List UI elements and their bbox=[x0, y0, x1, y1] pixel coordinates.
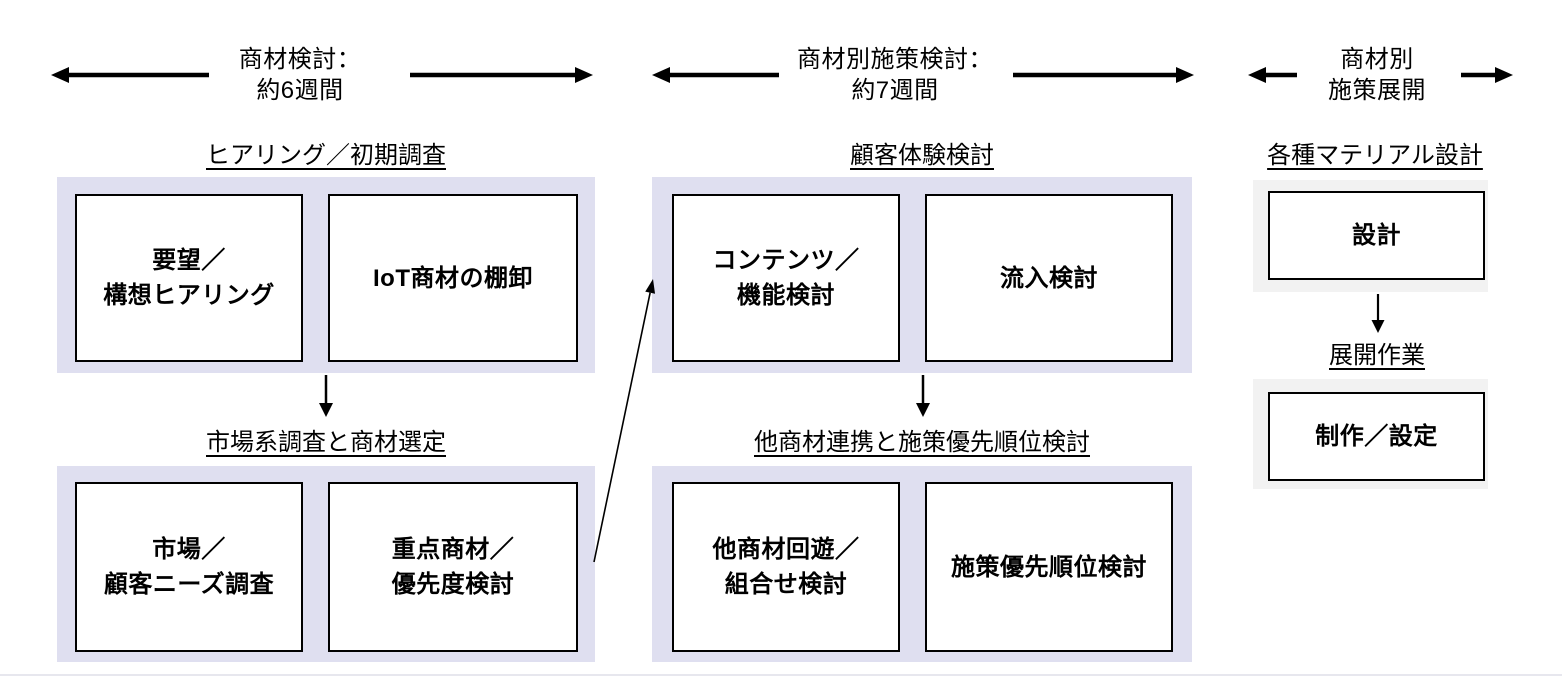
group-deployment: 制作／設定 bbox=[1253, 379, 1488, 489]
section-title-material-design: 各種マテリアル設計 bbox=[1267, 142, 1483, 169]
group-material-design: 設計 bbox=[1253, 180, 1488, 292]
footer-divider bbox=[0, 674, 1562, 676]
arrow-design-to-deploy bbox=[1371, 294, 1385, 333]
node-cross-product: 他商材回遊／ 組合せ検討 bbox=[672, 482, 900, 652]
node-priority-products: 重点商材／ 優先度検討 bbox=[328, 482, 578, 652]
node-design: 設計 bbox=[1268, 191, 1485, 280]
section-title-hearing: ヒアリング／初期調査 bbox=[206, 142, 446, 169]
node-iot-inventory: IoT商材の棚卸 bbox=[328, 194, 578, 362]
node-market-needs: 市場／ 顧客ニーズ調査 bbox=[75, 482, 303, 652]
phase2-right-arrow bbox=[1013, 67, 1194, 83]
node-measure-priority: 施策優先順位検討 bbox=[925, 482, 1173, 652]
node-contents-functions: コンテンツ／ 機能検討 bbox=[672, 194, 900, 362]
arrow-cx-to-priority bbox=[916, 375, 930, 417]
group-hearing: 要望／ 構想ヒアリング IoT商材の棚卸 bbox=[57, 177, 595, 373]
section-title-customer-experience: 顧客体験検討 bbox=[850, 142, 994, 169]
node-production-setting: 制作／設定 bbox=[1268, 392, 1485, 481]
phase-1-label: 商材検討： 約6週間 bbox=[238, 46, 362, 104]
group-customer-experience: コンテンツ／ 機能検討 流入検討 bbox=[652, 177, 1192, 373]
section-title-deployment: 展開作業 bbox=[1329, 342, 1425, 369]
group-priority: 他商材回遊／ 組合せ検討 施策優先順位検討 bbox=[652, 466, 1192, 662]
arrow-selection-to-contents bbox=[593, 279, 656, 563]
arrow-hearing-to-market bbox=[319, 375, 333, 417]
phase-3-label: 商材別 施策展開 bbox=[1328, 46, 1426, 104]
phase1-left-arrow bbox=[51, 67, 209, 83]
section-title-priority: 他商材連携と施策優先順位検討 bbox=[754, 429, 1090, 456]
section-title-market-research: 市場系調査と商材選定 bbox=[206, 429, 446, 456]
group-market-research: 市場／ 顧客ニーズ調査 重点商材／ 優先度検討 bbox=[57, 466, 595, 662]
node-inflow: 流入検討 bbox=[925, 194, 1173, 362]
node-request-hearing: 要望／ 構想ヒアリング bbox=[75, 194, 303, 362]
phase1-right-arrow bbox=[410, 67, 593, 83]
phase-2-label: 商材別施策検討： 約7週間 bbox=[797, 46, 993, 104]
phase2-left-arrow bbox=[652, 67, 779, 83]
